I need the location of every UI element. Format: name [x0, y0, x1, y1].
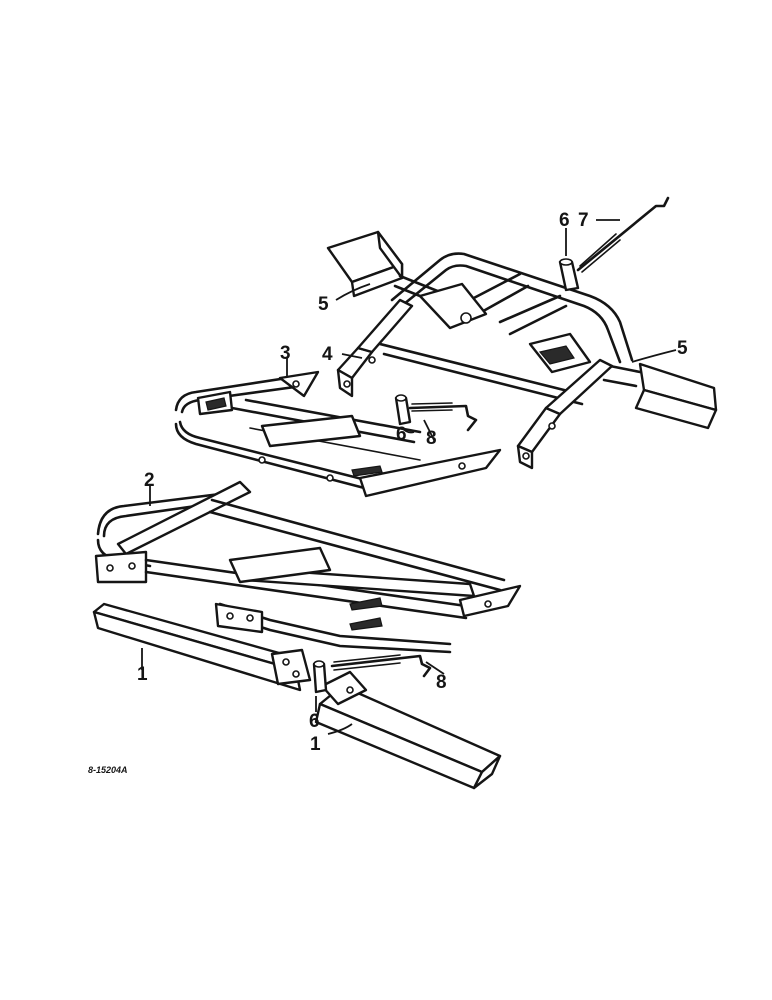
callout-6-top: 6 — [559, 210, 570, 231]
crank-rod-top — [576, 196, 670, 273]
crank-rod-middle — [408, 402, 478, 432]
leader-lines — [141, 219, 677, 735]
crank-rod-lower — [330, 654, 432, 678]
callout-1-lower: 1 — [310, 734, 321, 755]
callout-8-lower: 8 — [436, 672, 447, 693]
callout-labels: 1 1 2 3 4 5 5 6 6 6 7 8 8 8-15204A — [88, 210, 688, 775]
callout-3: 3 — [280, 343, 291, 364]
callout-5-left: 5 — [318, 294, 329, 315]
reference-code: 8-15204A — [88, 765, 128, 775]
callout-2: 2 — [144, 470, 155, 491]
middle-seat-frame — [174, 370, 502, 498]
callout-6-middle: 6 — [396, 424, 407, 445]
base-tubes — [92, 602, 502, 790]
callout-4: 4 — [322, 344, 333, 365]
pin-top — [558, 258, 580, 292]
callout-6-lower: 6 — [309, 711, 320, 732]
top-support-frame — [326, 230, 718, 470]
callout-5-right: 5 — [677, 338, 688, 359]
callout-7: 7 — [578, 210, 589, 231]
callout-1-upper: 1 — [137, 664, 148, 685]
pin-middle — [394, 394, 412, 426]
lower-seat-frame — [94, 480, 522, 654]
callout-8-middle: 8 — [426, 428, 437, 449]
pin-lower — [312, 660, 328, 694]
